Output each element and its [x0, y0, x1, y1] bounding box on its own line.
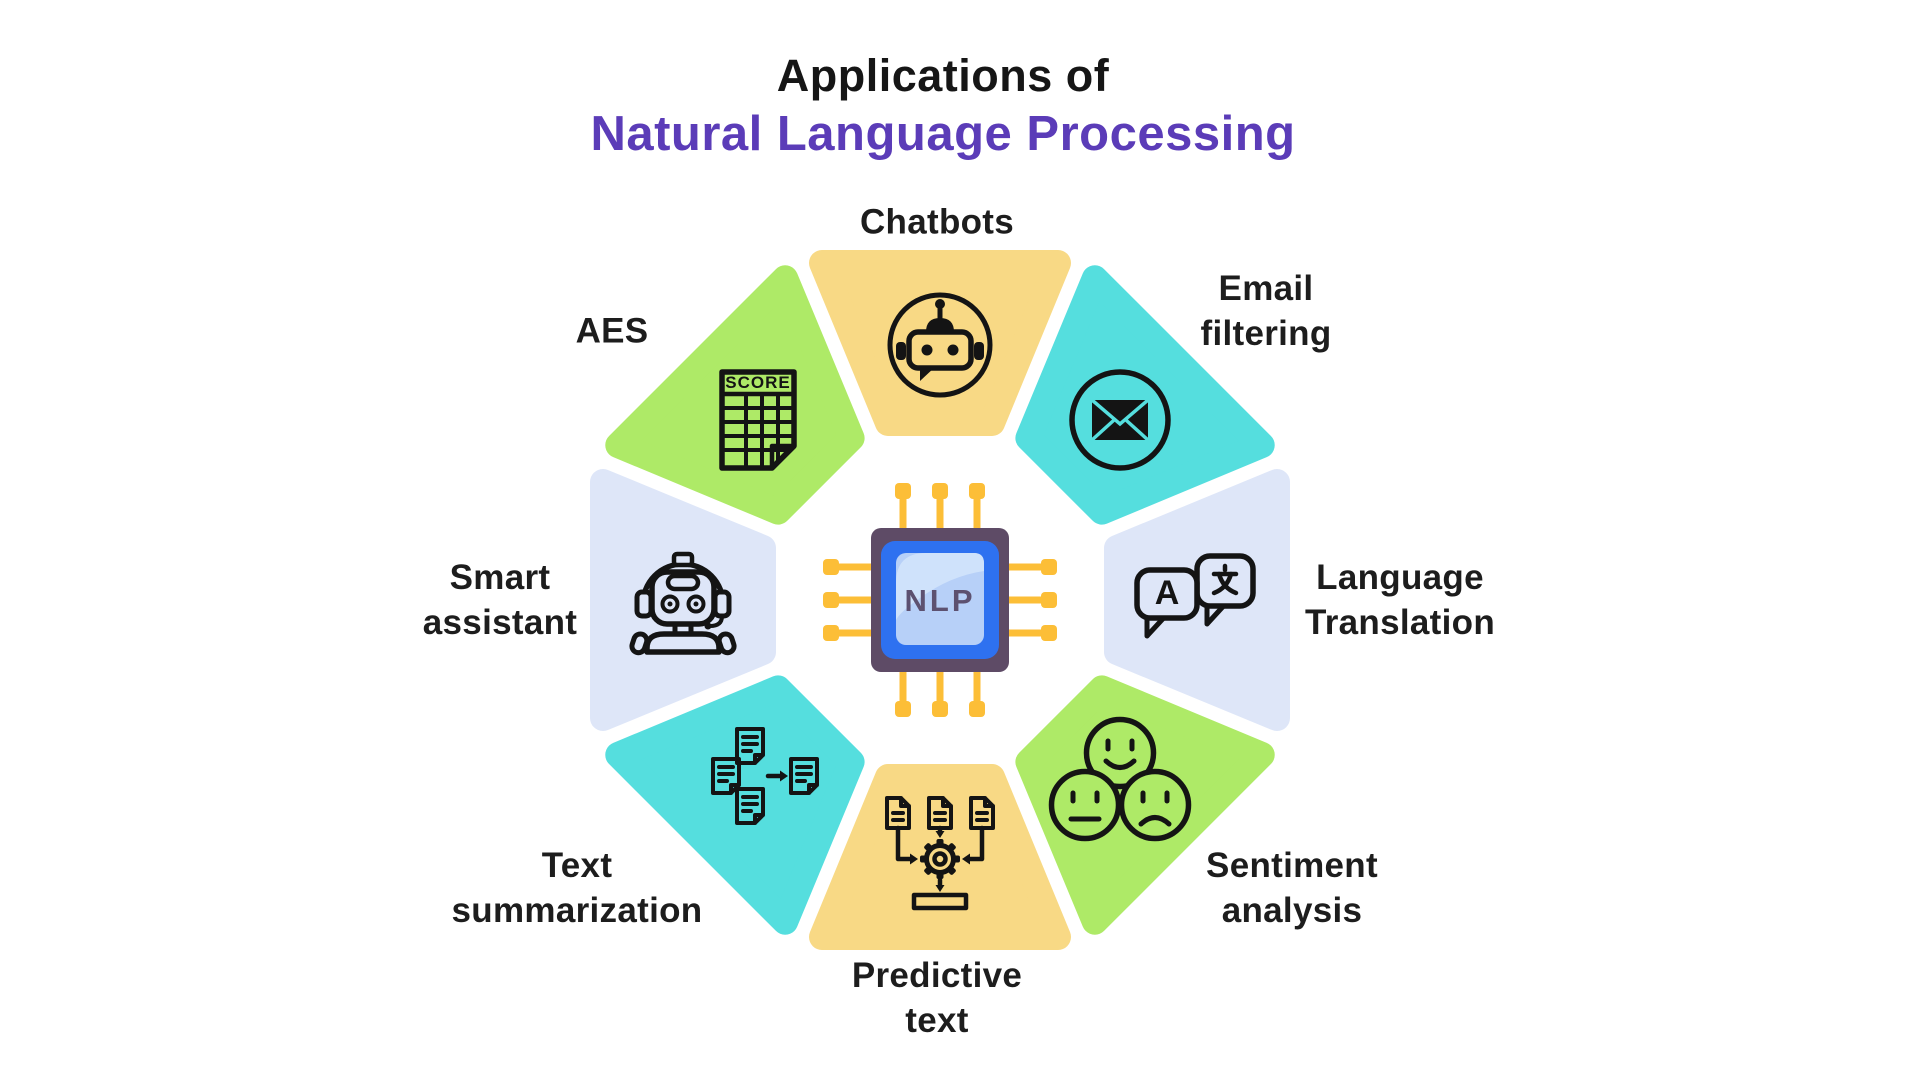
title-line-1: Applications of	[776, 50, 1110, 101]
chip-screen-highlight	[896, 553, 984, 620]
label-smart-assistant: Smart assistant	[422, 558, 578, 642]
score-sheet-icon: SCORE	[719, 369, 797, 471]
label-chatbots: Chatbots	[859, 202, 1015, 242]
nlp-chip-icon: NLP	[823, 483, 1057, 717]
translation-bubbles-icon: A	[1134, 553, 1256, 639]
title-line-2: Natural Language Processing	[590, 107, 1296, 161]
label-aes: AES	[575, 311, 649, 351]
chip-pins	[823, 483, 1057, 717]
gear-glyph	[920, 839, 960, 879]
page-title: Applications of Natural Language Process…	[590, 48, 1295, 164]
petal-chatbots	[822, 263, 1058, 423]
docs-merge-icon	[711, 727, 819, 825]
score-sheet-label: SCORE	[725, 373, 790, 392]
label-sentiment-analysis: Sentiment analysis	[1206, 846, 1378, 930]
headset-robot-icon	[629, 551, 737, 656]
sad-face	[1118, 768, 1192, 842]
docs-gear-flow-icon	[885, 796, 995, 911]
neutral-face	[1048, 768, 1122, 842]
latin-a-glyph: A	[1155, 574, 1180, 612]
cjk-character-glyph	[1211, 563, 1239, 596]
emotion-faces-icon	[1048, 716, 1192, 842]
label-text-summarization: Text summarization	[451, 846, 703, 930]
label-email-filtering: Email filtering	[1200, 269, 1332, 353]
label-language-translation: Language Translation	[1304, 558, 1496, 642]
chatbot-icon	[887, 292, 993, 398]
label-predictive-text: Predictive text	[851, 956, 1023, 1040]
envelope-icon	[1069, 369, 1171, 471]
chip-label: NLP	[905, 583, 976, 618]
happy-face	[1083, 716, 1157, 790]
